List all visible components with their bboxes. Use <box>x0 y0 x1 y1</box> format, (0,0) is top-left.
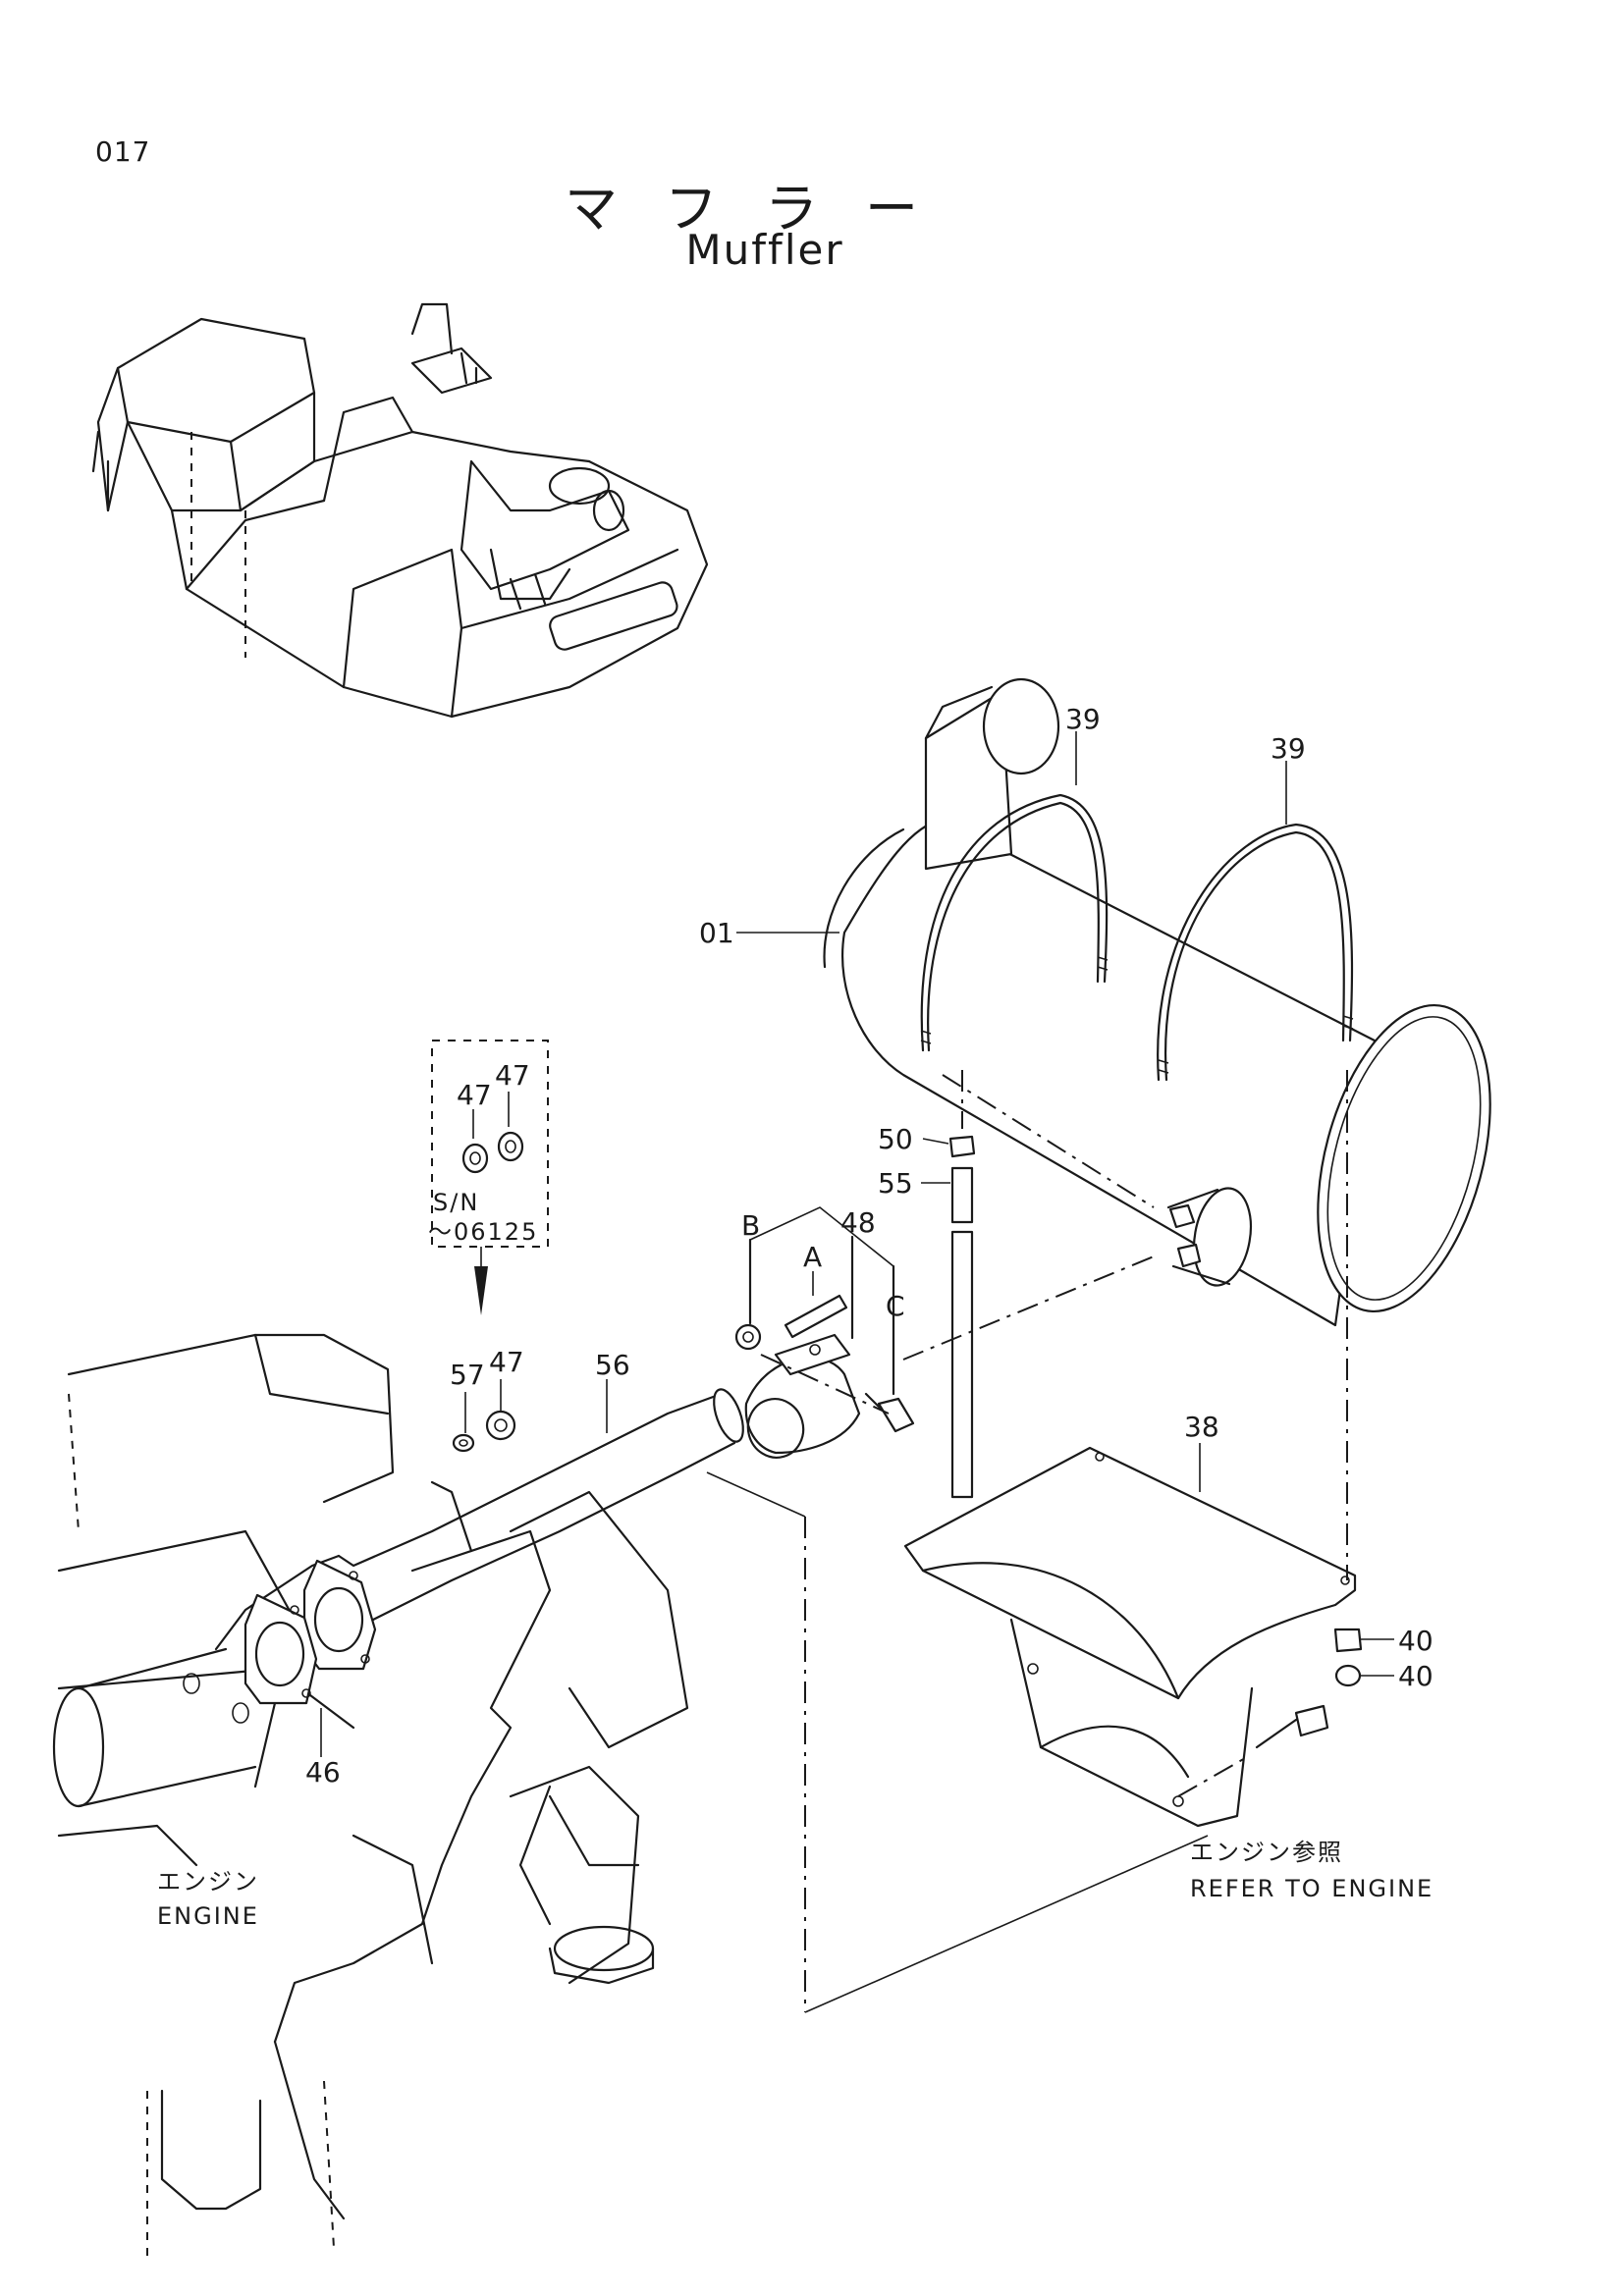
callout-ref-c: C <box>886 1290 905 1322</box>
muffler-bracket <box>903 1070 1394 1828</box>
clamp-assembly <box>734 1206 1155 1459</box>
exhaust-pipe-assembly <box>214 1388 744 1757</box>
callout-56: 56 <box>595 1349 630 1381</box>
serial-number-range: ～06125 <box>428 1218 538 1246</box>
engine-note-japanese: エンジン <box>157 1868 259 1896</box>
callout-40-upper: 40 <box>1398 1625 1434 1657</box>
serial-number-inset <box>431 1040 549 1315</box>
machine-overview-illustration <box>91 302 709 719</box>
callout-47-inset-left: 47 <box>457 1079 492 1111</box>
callout-40-lower: 40 <box>1398 1660 1434 1692</box>
muffler-body <box>736 677 1491 1327</box>
pipe-fasteners <box>452 1379 608 1453</box>
callout-01: 01 <box>699 917 734 949</box>
page-number: 017 <box>95 135 151 168</box>
callout-55: 55 <box>878 1167 913 1200</box>
callout-47-inset-right: 47 <box>495 1059 530 1092</box>
page-title: Muffler <box>685 226 844 274</box>
callout-50: 50 <box>878 1123 913 1155</box>
callout-39-right: 39 <box>1271 732 1306 765</box>
page-title-japanese: マフラー <box>565 178 965 240</box>
bolt-and-spacer <box>921 1070 976 1499</box>
engine-illustration <box>52 1333 689 2258</box>
callout-48: 48 <box>840 1206 876 1239</box>
engine-note: ENGINE <box>157 1902 259 1930</box>
callout-39-left: 39 <box>1065 703 1101 735</box>
refer-note-japanese: エンジン参照 <box>1190 1839 1343 1866</box>
callout-46: 46 <box>305 1756 341 1789</box>
callout-38: 38 <box>1184 1411 1219 1443</box>
callout-ref-a: A <box>803 1241 822 1273</box>
reference-linkline <box>706 1471 1209 2013</box>
serial-number-label: S/N <box>433 1189 479 1216</box>
refer-to-engine-note: REFER TO ENGINE <box>1190 1875 1434 1902</box>
callout-57: 57 <box>450 1359 485 1391</box>
callout-47-pipe: 47 <box>489 1346 524 1378</box>
callout-ref-b: B <box>741 1209 760 1242</box>
